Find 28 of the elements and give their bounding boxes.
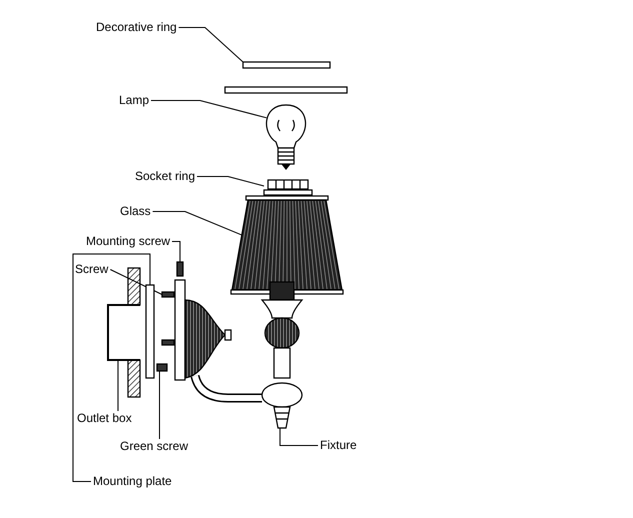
part-label: Screw — [75, 262, 108, 277]
leader-line — [196, 176, 264, 186]
part-label: Outlet box — [77, 411, 132, 426]
leader-line — [280, 428, 318, 446]
leader-line — [159, 370, 160, 440]
part-label: Fixture — [320, 438, 357, 453]
fixture-drawing — [174, 279, 303, 429]
leader-line — [172, 241, 180, 262]
part-label: Socket ring — [135, 169, 196, 184]
part-label: Glass — [120, 204, 151, 219]
bulb-drawing — [266, 104, 306, 170]
screw — [161, 291, 175, 298]
screw — [156, 363, 168, 372]
outlet-box-drawing — [107, 304, 140, 361]
part-label: Lamp — [119, 93, 150, 108]
lampshade-drawing — [230, 195, 344, 295]
part-label: Green screw — [120, 439, 188, 454]
part-label: Decorative ring — [96, 20, 177, 35]
plate — [145, 284, 155, 379]
screw — [176, 261, 184, 277]
leader-line — [72, 254, 150, 482]
part-label: Mounting screw — [86, 234, 170, 249]
leader-line — [152, 211, 243, 236]
leader-line — [178, 27, 244, 62]
ring — [242, 61, 331, 69]
socket-ring-drawing — [263, 179, 313, 196]
leader-line — [150, 100, 267, 118]
part-label: Mounting plate — [93, 474, 172, 489]
